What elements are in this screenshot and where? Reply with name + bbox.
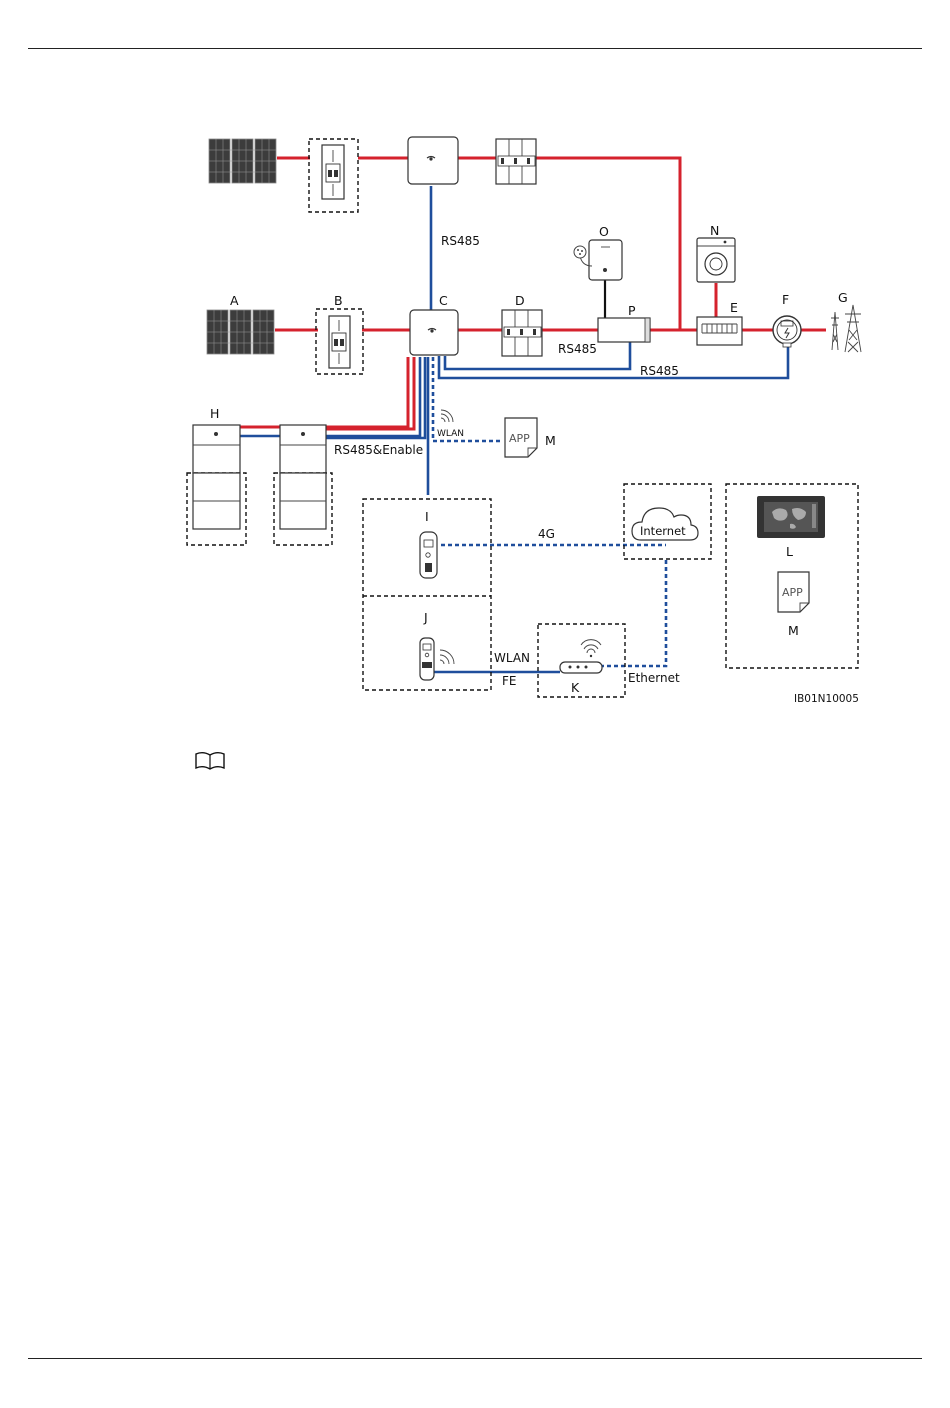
- wlan-fe-dongle: [420, 638, 454, 680]
- dc-switch-b: [316, 309, 363, 374]
- fe-label: FE: [502, 674, 516, 688]
- wireless-links: [433, 357, 666, 666]
- water-heater: [574, 240, 622, 280]
- washing-machine: [697, 238, 735, 282]
- power-grid-icon: [831, 305, 861, 352]
- internet-cloud: [624, 484, 711, 559]
- rs485-meter-p-label: RS485: [558, 342, 597, 356]
- label-h: H: [210, 406, 219, 421]
- app-label-2: APP: [782, 586, 803, 599]
- wlan-icon: [441, 410, 453, 422]
- ac-breaker-d: [502, 310, 542, 356]
- label-l: L: [786, 544, 793, 559]
- figure-id: IB01N10005: [794, 693, 859, 705]
- book-icon: [194, 751, 226, 771]
- pv-array-a: [207, 310, 274, 354]
- inverter-c: [410, 310, 458, 355]
- rs485-enable-label: RS485&Enable: [334, 443, 423, 457]
- label-a: A: [230, 293, 239, 308]
- label-f: F: [782, 292, 789, 307]
- label-c: C: [439, 293, 448, 308]
- label-i: I: [425, 509, 429, 524]
- app-label: APP: [509, 432, 530, 445]
- label-b: B: [334, 293, 343, 308]
- router: [538, 624, 625, 697]
- battery-2: [274, 425, 332, 545]
- smart-meter: [773, 316, 801, 347]
- 4g-dongle: [420, 532, 437, 578]
- rs485-meter-f-label: RS485: [640, 364, 679, 378]
- 4g-label: 4G: [538, 527, 555, 541]
- label-j: J: [423, 610, 428, 625]
- label-g: G: [838, 290, 848, 305]
- management-display: [757, 496, 825, 538]
- internet-label: Internet: [640, 524, 686, 538]
- rs485-upper-label: RS485: [441, 234, 480, 248]
- pv-array-upper: [209, 139, 276, 183]
- label-m-lower: M: [788, 623, 799, 638]
- ac-breaker-upper: [496, 139, 536, 184]
- dc-switch-upper: [309, 139, 358, 212]
- battery-1: [187, 425, 246, 545]
- label-m-upper: M: [545, 433, 556, 448]
- ethernet-label: Ethernet: [628, 671, 680, 685]
- label-k: K: [571, 680, 580, 695]
- inverter-upper: [408, 137, 458, 184]
- label-p: P: [628, 303, 636, 318]
- label-n: N: [710, 223, 719, 238]
- wlan-app-label: WLAN: [437, 429, 464, 439]
- label-o: O: [599, 224, 609, 239]
- wlan-router-label: WLAN: [494, 651, 530, 665]
- smart-controller-p: [598, 318, 650, 342]
- label-d: D: [515, 293, 525, 308]
- distribution-box: [697, 317, 742, 345]
- label-e: E: [730, 300, 738, 315]
